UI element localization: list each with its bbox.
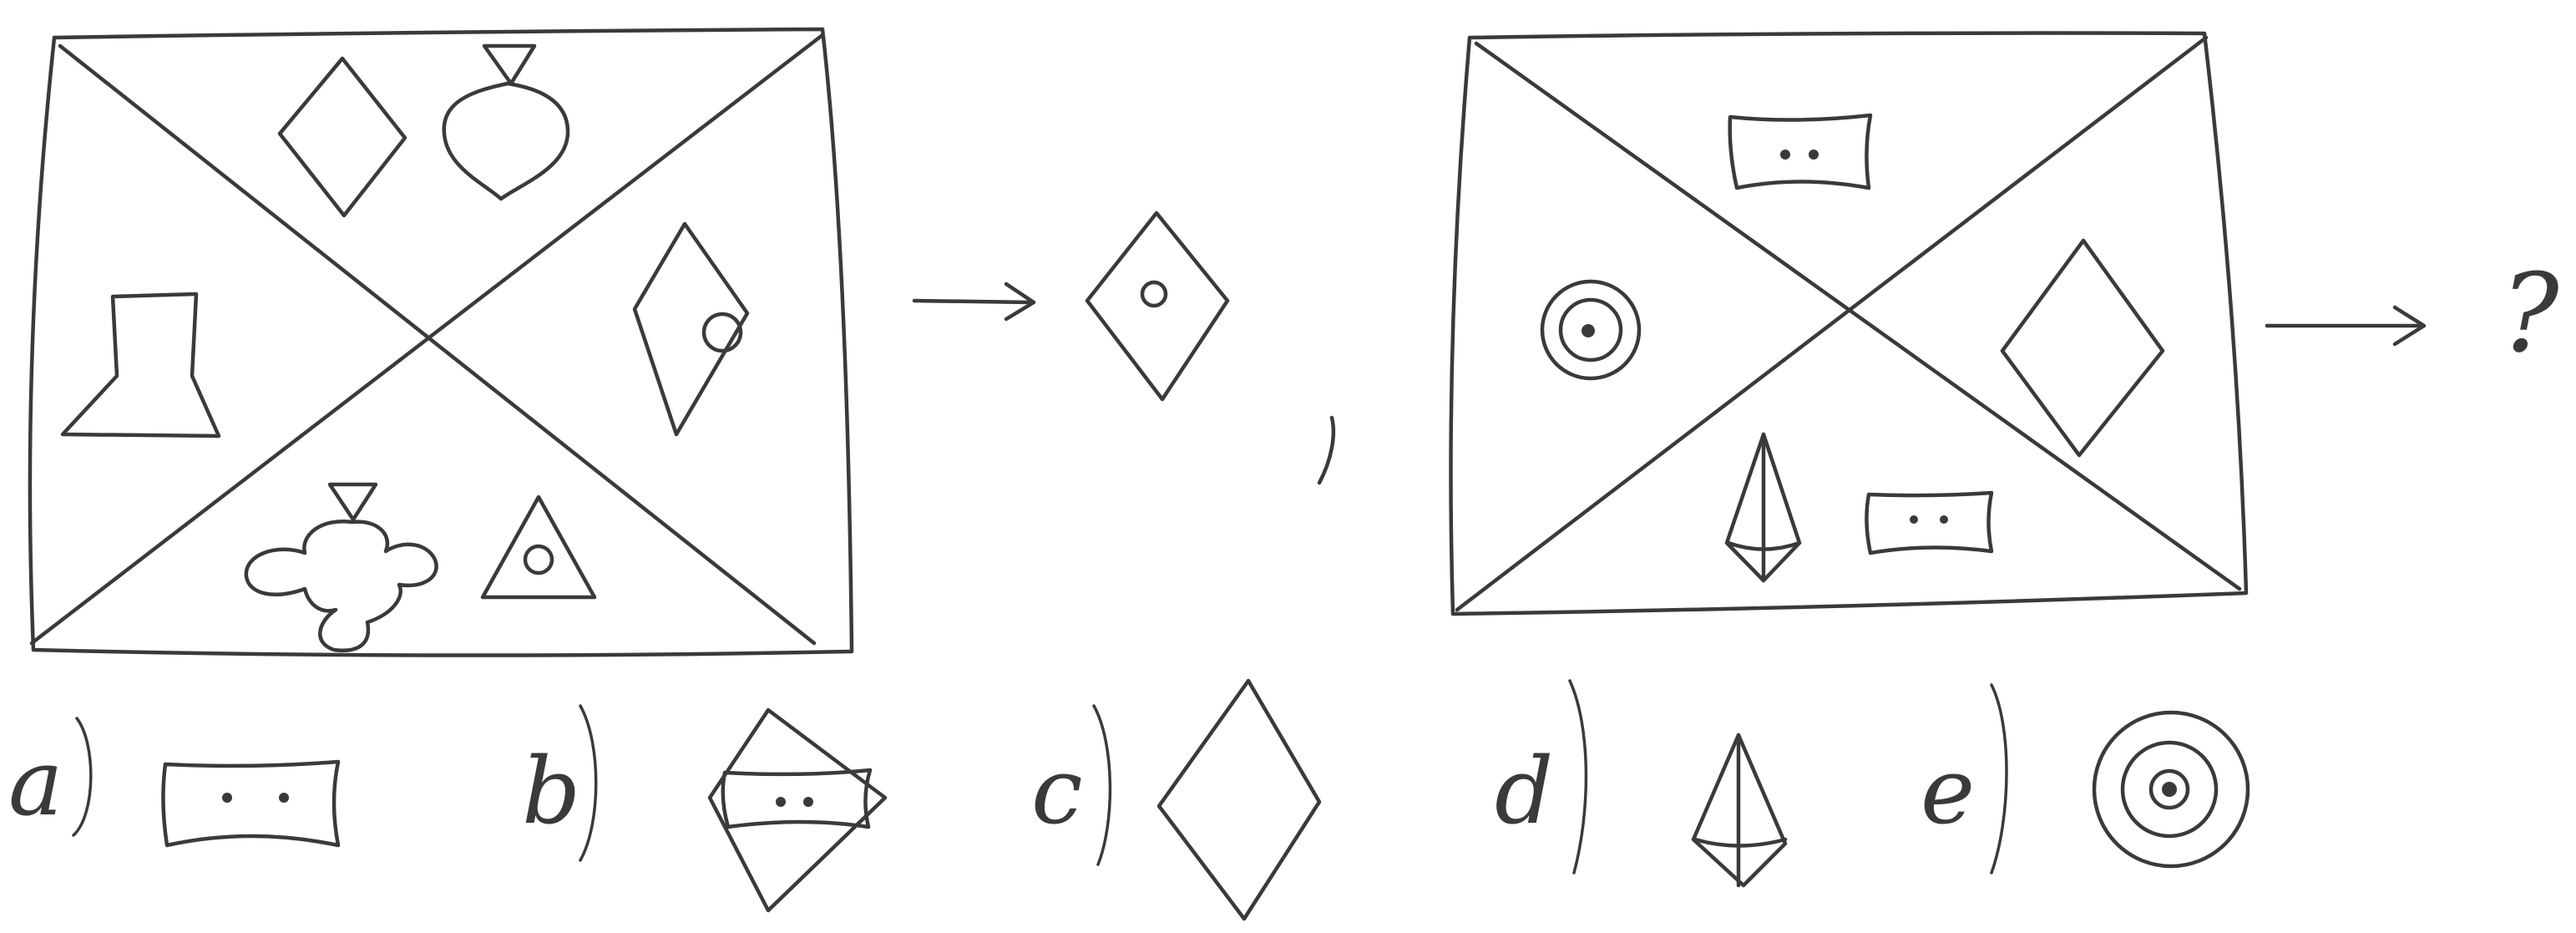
club-icon (246, 484, 437, 651)
right-panel-diagonal-2 (1457, 38, 2206, 610)
option-c[interactable]: c (1031, 681, 1319, 919)
rhombus-with-box-icon (710, 710, 885, 910)
triangle-with-circle-icon (483, 497, 595, 597)
rounded-box-icon (163, 762, 338, 845)
comma-separator (1319, 418, 1334, 483)
arrow-1 (914, 284, 1034, 319)
option-d[interactable]: d (1495, 681, 1785, 885)
arrow-2 (2267, 307, 2424, 344)
option-d-letter: d (1495, 738, 1553, 844)
answer-rhombus-with-circle-icon (1087, 213, 1227, 399)
spade-icon (444, 46, 568, 199)
option-c-letter: c (1031, 738, 1083, 844)
rounded-box-icon (1730, 115, 1870, 188)
right-panel (1451, 33, 2247, 614)
option-a[interactable]: a (8, 718, 338, 845)
rhombus-icon (1159, 681, 1319, 919)
option-b[interactable]: b (522, 706, 885, 910)
cone-icon (1693, 735, 1785, 885)
options-row: a b c d (8, 681, 2248, 919)
option-d-paren (1570, 681, 1586, 873)
concentric-circles-icon (2094, 712, 2248, 866)
concentric-circles-icon (1542, 281, 1639, 378)
option-e[interactable]: e (1921, 685, 2248, 873)
rhombus-icon (2002, 241, 2163, 455)
option-b-paren (580, 706, 596, 860)
option-a-letter: a (8, 729, 63, 836)
option-c-paren (1094, 706, 1110, 865)
rhombus-icon (280, 58, 405, 216)
left-panel (30, 29, 852, 656)
option-e-paren (1991, 685, 2007, 873)
option-a-paren (73, 718, 91, 835)
question-mark: ? (2501, 250, 2560, 377)
right-panel-frame (1451, 33, 2247, 614)
vase-icon (63, 294, 219, 436)
rhombus-with-circle-icon (635, 224, 747, 434)
left-panel-diagonal-1 (60, 46, 814, 643)
cone-icon (1727, 434, 1799, 581)
option-e-letter: e (1921, 738, 1975, 844)
option-b-letter: b (522, 738, 580, 844)
rounded-box-icon (1866, 493, 1991, 553)
